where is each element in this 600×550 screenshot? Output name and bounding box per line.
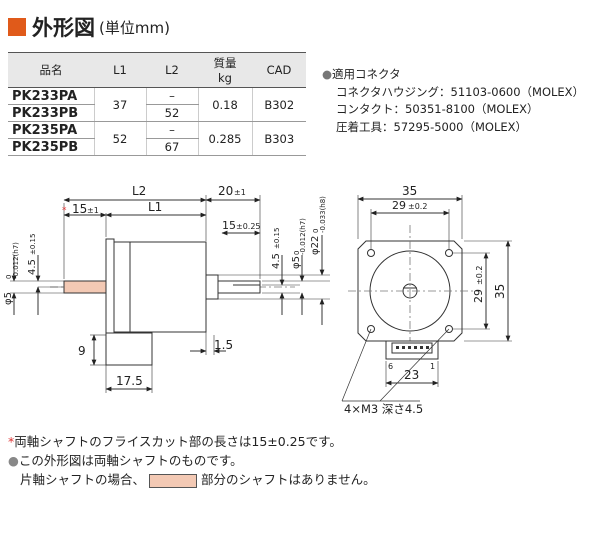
connector-contact: コンタクト：50351-8100（MOLEX）	[336, 102, 539, 116]
dim-29-top: 29	[392, 199, 406, 212]
dim-15b-tol: ±0.25	[236, 222, 261, 231]
note-3: 片軸シャフトの場合、部分のシャフトはありません。	[20, 472, 376, 488]
table-row: PK233PB 52	[8, 104, 306, 122]
l1-cell: 52	[93, 121, 146, 156]
header-l2: L2	[146, 52, 198, 88]
svg-text:0: 0	[5, 275, 13, 279]
connector-housing	[105, 332, 153, 366]
model-cell: PK233PB	[8, 104, 94, 122]
dim-15: 15	[72, 202, 87, 216]
model-cell: PK235PA	[8, 121, 94, 139]
title: 外形図 (単位mm)	[8, 12, 170, 42]
dim-29-right: 29	[472, 289, 485, 303]
connector-info: ●適用コネクタ コネクタハウジング：51103-0600（MOLEX） コンタク…	[322, 66, 584, 136]
svg-text:0: 0	[293, 251, 301, 255]
dim-23: 23	[404, 368, 419, 382]
model-cell: PK235PB	[8, 138, 94, 156]
front-shaft	[217, 280, 261, 294]
l2-cell: –	[145, 121, 198, 139]
dim-15-tol: ±1	[87, 206, 99, 215]
l2-cell: –	[145, 87, 198, 105]
note-2: ●この外形図は両軸シャフトのものです。	[8, 453, 243, 468]
dim-35-right: 35	[493, 284, 507, 299]
mass-cell: 0.285	[197, 121, 252, 156]
bullet-icon: ●	[322, 67, 333, 81]
svg-text:0: 0	[312, 229, 320, 233]
rear-shaft	[63, 280, 107, 294]
title-main: 外形図	[32, 16, 95, 40]
svg-text:±0.15: ±0.15	[273, 228, 281, 249]
dim-1-5: 1.5	[214, 338, 233, 352]
model-cell: PK233PA	[8, 87, 94, 105]
cad-cell: B302	[251, 87, 306, 122]
connector-title: ●適用コネクタ	[322, 67, 401, 81]
dim-29-right-tol: ±0.2	[475, 266, 484, 285]
bullet-icon: ●	[8, 453, 19, 468]
mass-cell: 0.18	[197, 87, 252, 122]
dim-l1: L1	[148, 200, 162, 214]
dim-20: 20	[218, 184, 233, 198]
shaft-swatch	[149, 473, 198, 488]
connector-housing: コネクタハウジング：51103-0600（MOLEX）	[336, 84, 585, 99]
dim-17-5: 17.5	[116, 374, 143, 388]
l2-cell: 52	[145, 104, 198, 122]
asterisk-icon: *	[8, 434, 15, 449]
table-row: PK235PA 52 – 0.285 B303	[8, 121, 306, 156]
notes: *両軸シャフトのフライスカット部の長さは15±0.25です。 ●この外形図は両軸…	[8, 432, 376, 489]
front-view-drawing: 6 1 35 29 ±0.2 29 ±0.2 35 23 4×M3 深さ4.5	[341, 184, 512, 416]
dim-phi22: φ22	[310, 236, 321, 255]
motor-rear-cap	[105, 238, 115, 336]
dim-9: 9	[78, 344, 86, 358]
svg-text:-0.012(h7): -0.012(h7)	[299, 218, 307, 255]
header-cad: CAD	[252, 52, 306, 88]
dim-29-top-tol: ±0.2	[408, 202, 427, 211]
pin6-label: 6	[388, 362, 393, 371]
header-l1: L1	[94, 52, 146, 88]
l1-cell: 37	[93, 87, 146, 122]
l2-cell: 67	[145, 138, 198, 156]
svg-text:-0.033(h8): -0.033(h8)	[319, 196, 327, 233]
dim-phi5-left: φ5	[3, 292, 14, 305]
connector-tool: 圧着工具：57295-5000（MOLEX）	[336, 119, 528, 134]
svg-text:*: *	[62, 206, 67, 216]
dim-35-top: 35	[402, 184, 417, 198]
dim-4-5-left: 4.5	[27, 259, 38, 275]
dim-15b: 15	[222, 219, 236, 232]
svg-text:-0.012(h7): -0.012(h7)	[12, 242, 20, 279]
holes-label: 4×M3 深さ4.5	[344, 402, 423, 416]
table-row: PK233PA 37 – 0.18 B302	[8, 87, 306, 122]
note-1: *両軸シャフトのフライスカット部の長さは15±0.25です。	[8, 434, 342, 449]
svg-text:±0.15: ±0.15	[29, 234, 37, 255]
pin1-label: 1	[430, 362, 435, 371]
dim-l2: L2	[132, 184, 146, 198]
header-model: 品名	[8, 52, 94, 88]
table-row: PK235PB 67	[8, 138, 306, 156]
title-unit: (単位mm)	[99, 18, 170, 37]
cad-cell: B303	[251, 121, 306, 156]
side-view-drawing: L2 L1 20±1 * 15±1 15±0.25 4.5 ±0.15 φ5 0…	[3, 184, 330, 393]
title-marker	[8, 18, 26, 36]
motor-body	[113, 241, 207, 333]
dim-phi5-right: φ5	[291, 256, 302, 269]
dim-20-tol: ±1	[234, 188, 246, 197]
dim-4-5-right: 4.5	[271, 253, 282, 269]
